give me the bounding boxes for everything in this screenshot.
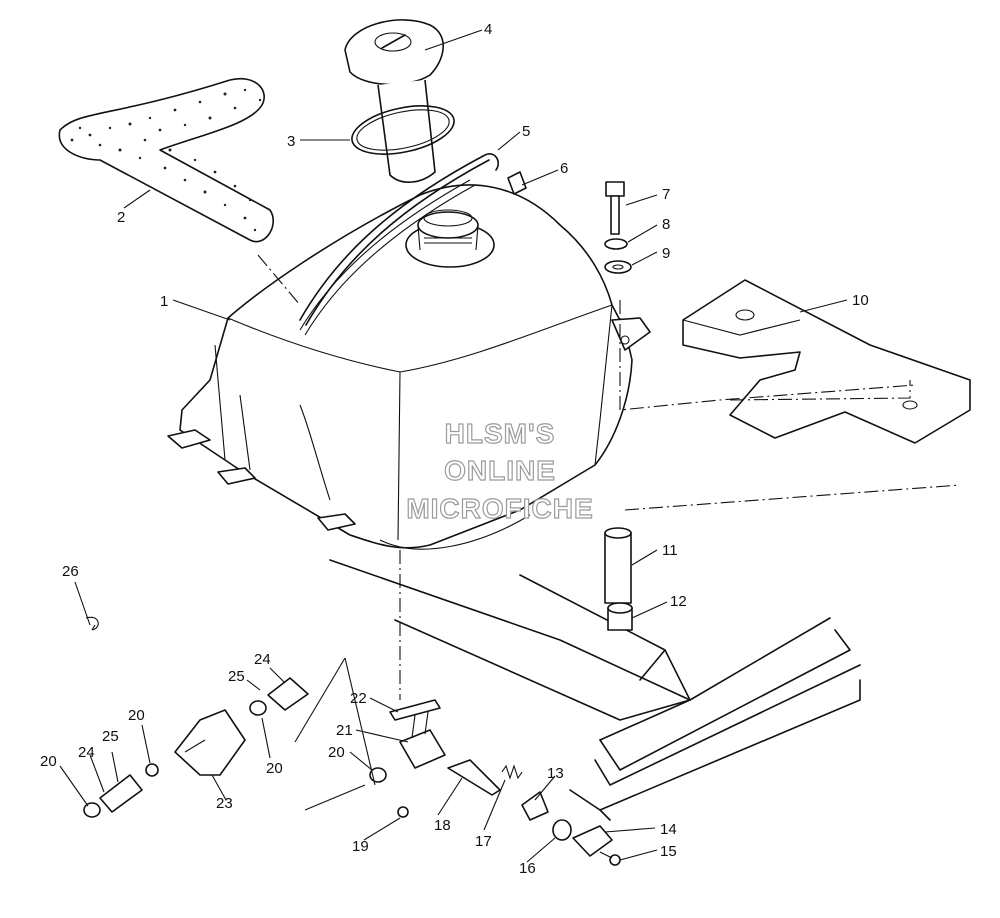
rotation-symbol	[85, 616, 99, 631]
callout-20-valve: 20	[328, 744, 345, 761]
callout-2: 2	[117, 209, 125, 226]
screw	[599, 851, 621, 866]
callout-5: 5	[522, 123, 530, 140]
callout-20-upper: 20	[128, 707, 145, 724]
frame-rail	[329, 559, 861, 821]
callout-labels: 1 2 3 4 5 6 7 8 9 10 11 12 13 14 15 16 1…	[40, 21, 869, 877]
watermark-line-3: MICROFICHE	[406, 493, 593, 524]
callout-4: 4	[484, 21, 492, 38]
fuel-valve	[399, 711, 446, 769]
o-ring	[351, 105, 455, 155]
knob	[572, 825, 613, 857]
callout-12: 12	[670, 593, 687, 610]
callout-21: 21	[336, 722, 353, 739]
bushing	[552, 819, 572, 841]
callout-8: 8	[662, 216, 670, 233]
bolt	[605, 181, 625, 235]
flat-washer	[604, 260, 632, 274]
callout-20-lower: 20	[40, 753, 57, 770]
callout-23: 23	[216, 795, 233, 812]
filler-neck	[377, 79, 436, 183]
callout-24-upper: 24	[254, 651, 271, 668]
foam-texture	[70, 88, 262, 232]
hose-upper	[267, 677, 309, 711]
callout-13: 13	[547, 765, 564, 782]
watermark-line-2: ONLINE	[444, 455, 556, 486]
watermark-line-1: HLSM'S	[445, 418, 556, 449]
callout-20-filter: 20	[266, 760, 283, 777]
callout-9: 9	[662, 245, 670, 262]
assembly-lines	[257, 254, 961, 700]
spacer	[604, 527, 632, 604]
callout-6: 6	[560, 160, 568, 177]
mounting-plate	[389, 699, 441, 721]
callout-11: 11	[662, 542, 678, 559]
spring	[501, 764, 523, 780]
valve-lever	[447, 759, 501, 796]
callout-18: 18	[434, 817, 451, 834]
detent-plate	[521, 791, 549, 821]
callout-17: 17	[475, 833, 492, 850]
callout-16: 16	[519, 860, 536, 877]
callout-14: 14	[660, 821, 677, 838]
bracket-lines	[294, 657, 376, 811]
callout-26: 26	[62, 563, 79, 580]
callout-7: 7	[662, 186, 670, 203]
bracket	[682, 279, 971, 444]
callout-3: 3	[287, 133, 295, 150]
callout-25-upper: 25	[228, 668, 245, 685]
lock-washer	[604, 238, 628, 250]
fuel-tank	[167, 179, 651, 550]
grommet	[607, 602, 633, 631]
vent-hose	[299, 153, 500, 326]
leader-lines	[59, 29, 848, 863]
callout-1: 1	[160, 293, 168, 310]
callout-15: 15	[660, 843, 677, 860]
fuel-filter	[174, 709, 246, 776]
hose-clamps	[83, 700, 387, 818]
watermark: HLSM'S ONLINE MICROFICHE	[406, 417, 594, 524]
callout-10: 10	[852, 292, 869, 309]
foam-pad	[58, 77, 274, 243]
callout-19: 19	[352, 838, 369, 855]
callout-24-lower: 24	[78, 744, 95, 761]
vent-fitting	[507, 171, 527, 195]
callout-22: 22	[350, 690, 367, 707]
valve-screw	[397, 806, 409, 818]
callout-25-lower: 25	[102, 728, 119, 745]
hose-lower	[99, 774, 143, 813]
fuel-cap	[344, 19, 444, 86]
